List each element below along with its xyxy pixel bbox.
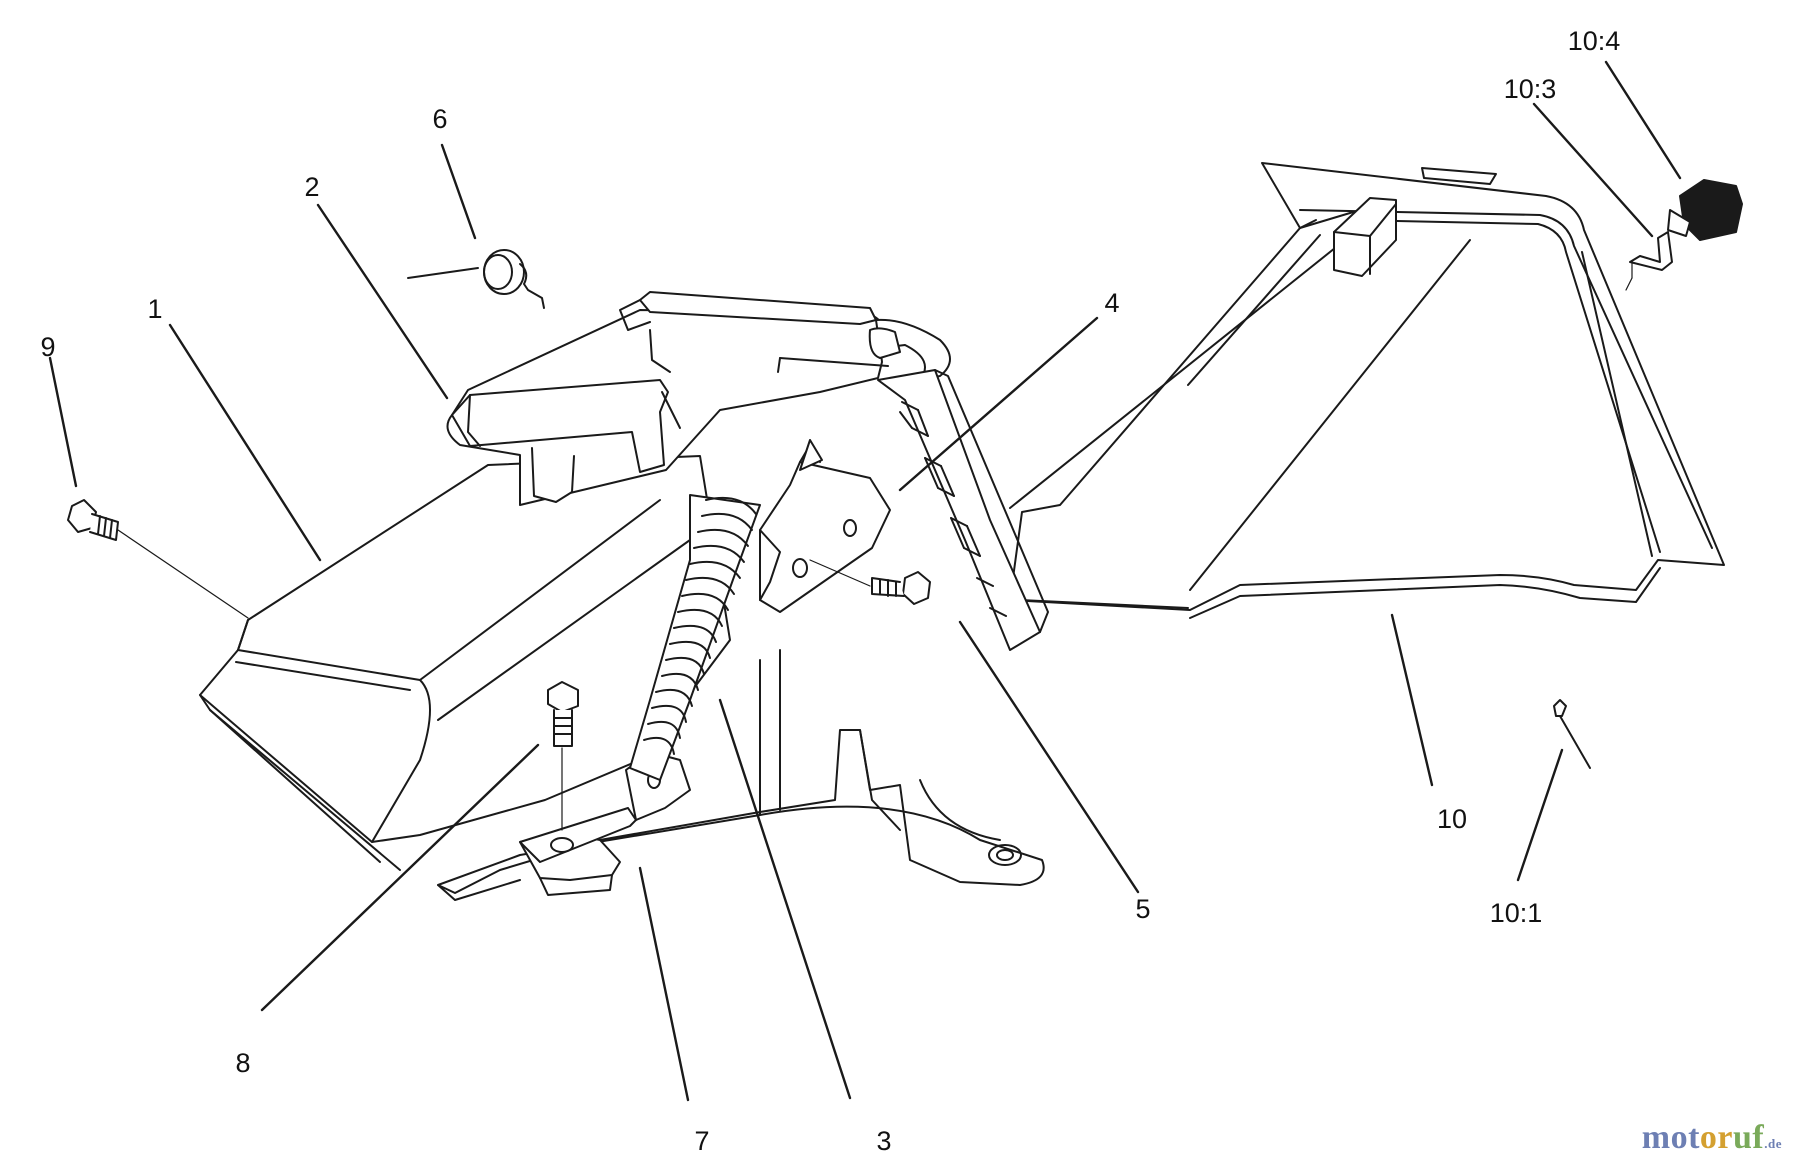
ladder-bracket — [877, 369, 1049, 651]
part-10-chute-housing — [1009, 162, 1725, 619]
callout-3: 3 — [876, 1126, 891, 1156]
part-1-deflector — [199, 455, 731, 871]
part-6-spring-clip — [407, 249, 545, 309]
part-10-3-latch — [1629, 231, 1673, 271]
watermark-part-1: mot — [1641, 1119, 1700, 1156]
callout-5: 5 — [1135, 894, 1150, 924]
part-5-bolt — [871, 571, 931, 605]
callout-10: 10 — [1437, 804, 1467, 834]
lower-base-frame — [437, 649, 1045, 901]
leader-lines — [48, 60, 1682, 1102]
part-4-pivot-plate — [759, 439, 891, 613]
callout-4: 4 — [1104, 288, 1119, 318]
part-3-spring — [629, 494, 761, 781]
part-7-bracket — [519, 751, 691, 896]
callout-1: 1 — [147, 294, 162, 324]
callout-10-1: 10:1 — [1490, 898, 1543, 928]
part-8-bolt — [547, 681, 579, 747]
callout-9: 9 — [40, 332, 55, 362]
callout-2: 2 — [304, 172, 319, 202]
part-9-bolt — [67, 499, 119, 541]
part-2-pivot-arm — [446, 291, 951, 506]
callout-10-4: 10:4 — [1568, 26, 1621, 56]
assembly-lines — [117, 261, 1633, 831]
callout-10-3: 10:3 — [1504, 74, 1557, 104]
part-10-4-knob — [1667, 179, 1743, 241]
watermark-logo: motoruf.de — [1642, 1119, 1782, 1157]
callout-8: 8 — [235, 1048, 250, 1078]
watermark-part-3: uf — [1733, 1119, 1765, 1156]
callout-6: 6 — [432, 104, 447, 134]
watermark-part-2: or — [1699, 1119, 1734, 1156]
callout-7: 7 — [694, 1126, 709, 1156]
watermark-tld: .de — [1764, 1136, 1782, 1151]
part-10-1-rivet — [1553, 699, 1591, 769]
